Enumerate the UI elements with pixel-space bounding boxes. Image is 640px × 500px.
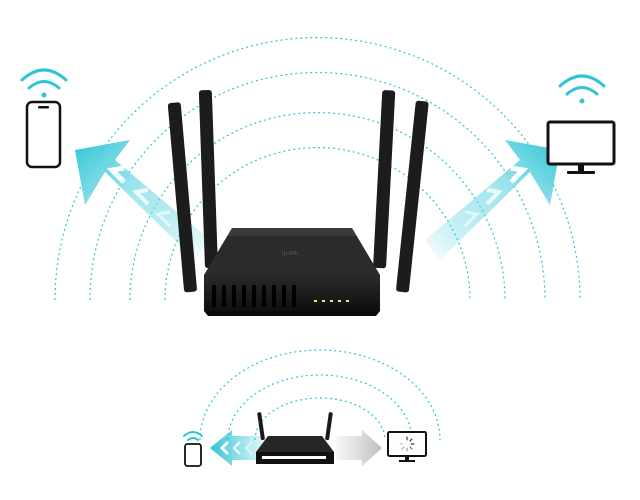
top-right-device [546, 74, 616, 174]
router-vents [212, 285, 296, 307]
right-signal-beam [425, 140, 560, 260]
left-signal-beam [75, 140, 210, 260]
antenna [325, 412, 333, 441]
status-led [314, 300, 317, 302]
antenna [198, 89, 218, 269]
router-top-face [204, 228, 380, 275]
router-logo: tp-link [282, 251, 299, 257]
status-led [330, 300, 333, 302]
smartphone-icon [25, 100, 62, 169]
top-left-device [20, 68, 68, 169]
wifi-icon [20, 68, 68, 98]
chevron-icon [154, 210, 172, 228]
chevron-icon [131, 188, 150, 206]
monitor-icon [546, 120, 616, 174]
chevron-icon [219, 440, 230, 456]
status-led [338, 300, 341, 302]
chevron-icon [509, 165, 529, 184]
router-leds [314, 300, 349, 302]
bottom-right-beam [336, 430, 382, 466]
chevron-icon [485, 188, 504, 206]
bottom-left-device [183, 431, 203, 467]
monitor-loading-icon [387, 431, 427, 462]
antenna [257, 412, 265, 441]
status-led [322, 300, 325, 302]
loading-spinner-icon [399, 436, 415, 452]
smartphone-icon [184, 443, 202, 467]
bottom-router [256, 412, 334, 464]
antenna [396, 100, 429, 293]
main-router: tp-link [167, 89, 429, 316]
antenna [373, 90, 396, 269]
bottom-signal-waves [199, 349, 441, 441]
chevron-icon [244, 441, 253, 455]
chevron-icon [463, 210, 481, 228]
router-antennas [167, 89, 429, 293]
bottom-left-beam [210, 430, 262, 466]
bottom-right-device [387, 431, 427, 462]
wifi-icon [558, 74, 606, 104]
chevron-icon [232, 441, 241, 455]
chevron-icon [106, 165, 126, 184]
wifi-icon [183, 431, 203, 441]
signal-arc-3 [89, 71, 546, 301]
antenna [167, 102, 197, 293]
status-led [346, 300, 349, 302]
